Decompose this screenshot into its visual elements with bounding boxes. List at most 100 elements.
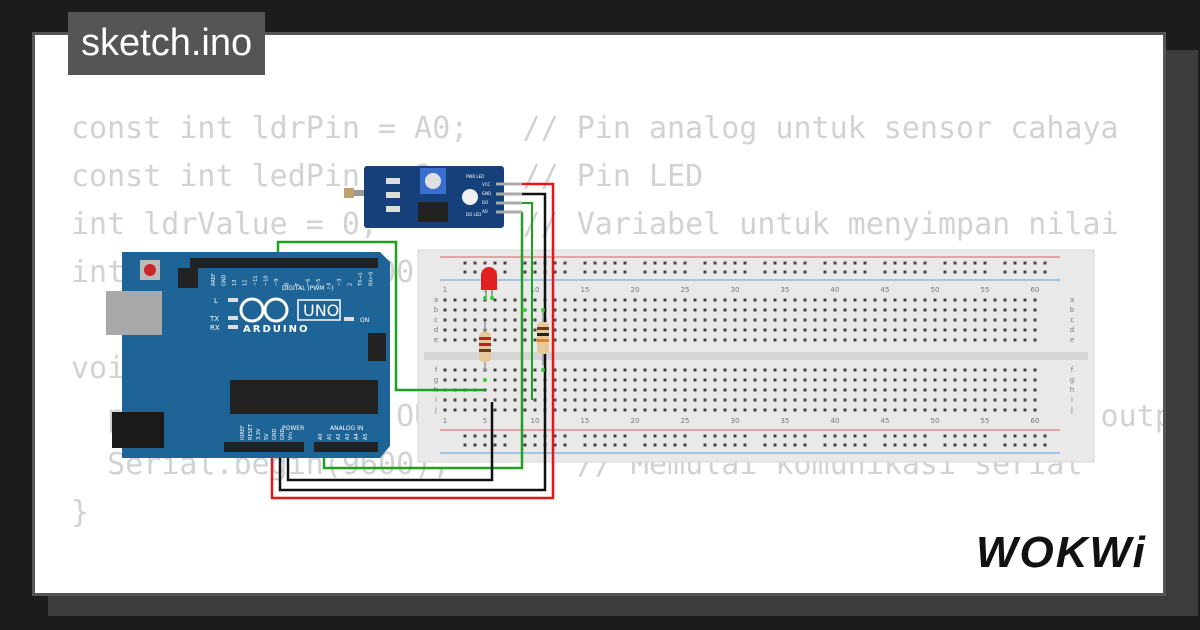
breadboard-row-letter: h xyxy=(1070,386,1074,394)
breadboard-row-letter: c xyxy=(434,316,438,324)
breadboard-col-number: 1 xyxy=(443,417,447,425)
breadboard-col-number: 30 xyxy=(731,286,740,294)
breadboard-row-letter: a xyxy=(1070,296,1074,304)
sensor-pin-vcc: VCC xyxy=(482,182,491,187)
arduino-analog-label: ANALOG IN xyxy=(330,425,363,432)
sensor-label-do: DO LED xyxy=(466,212,481,217)
arduino-pin-label: 2 xyxy=(348,283,354,286)
breadboard-row-letter: e xyxy=(434,336,438,344)
wire-green-ldr xyxy=(522,202,533,400)
breadboard-col-number: 60 xyxy=(1031,286,1040,294)
wire-black-gnd1 xyxy=(278,192,547,492)
breadboard-row-letter: j xyxy=(1070,406,1073,414)
breadboard-col-number: 40 xyxy=(831,286,840,294)
arduino-led-tx: TX xyxy=(209,315,219,323)
breadboard-row-letter: i xyxy=(435,396,437,404)
arduino-pin-label: 8 xyxy=(285,283,291,286)
code-line: void loop() { xyxy=(71,585,1163,593)
arduino-power-label: POWER xyxy=(282,425,304,432)
wire-black-gnd2 xyxy=(286,402,494,482)
breadboard-row-letter: e xyxy=(1070,336,1074,344)
breadboard-col-number: 15 xyxy=(581,286,590,294)
breadboard-col-number: 25 xyxy=(681,286,690,294)
ldr-sensor-module: PWR LED DO LED VCC GND DO AO xyxy=(344,166,522,228)
resistor-ldr xyxy=(537,312,549,365)
breadboard-row-letter: b xyxy=(1070,306,1075,314)
arduino-pin-label: Vin xyxy=(288,432,294,440)
breadboard-col-number: 5 xyxy=(483,417,487,425)
breadboard-labels: 1155101015152020252530303535404045455050… xyxy=(434,286,1075,425)
breadboard-row-letter: d xyxy=(1070,326,1074,334)
breadboard-col-number: 50 xyxy=(931,286,940,294)
breadboard-row-letter: a xyxy=(434,296,438,304)
breadboard-col-number: 60 xyxy=(1031,417,1040,425)
breadboard-holes xyxy=(443,261,1047,447)
breadboard-col-number: 50 xyxy=(931,417,940,425)
arduino-pin-label: GND xyxy=(272,428,278,440)
breadboard-col-number: 20 xyxy=(631,286,640,294)
arduino-uno-board: UNO ARDUINO DIGITAL (PWM ~) POWER ANALOG… xyxy=(106,252,390,458)
breadboard-col-number: 55 xyxy=(981,417,990,425)
breadboard-col-number: 15 xyxy=(581,417,590,425)
arduino-on-label: ON xyxy=(360,317,369,324)
arduino-pin-label: 12 xyxy=(243,280,249,286)
breadboard-row-letter: j xyxy=(434,406,437,414)
wire-green-ao xyxy=(322,212,524,470)
arduino-pin-label: A5 xyxy=(363,433,369,440)
arduino-pin-label: A2 xyxy=(336,433,342,440)
breadboard: 1155101015152020252530303535404045455050… xyxy=(417,249,1095,463)
code-line: const int ldrPin = A0; // Pin analog unt… xyxy=(71,111,1119,146)
arduino-pin-label: ~10 xyxy=(264,275,270,286)
arduino-pin-label: ~3 xyxy=(337,279,343,286)
arduino-pin-label: ~9 xyxy=(274,279,280,286)
breadboard-col-number: 45 xyxy=(881,286,890,294)
arduino-pin-label: ~11 xyxy=(253,275,259,286)
wire-green-pin9 xyxy=(276,240,485,392)
arduino-pin-label: RESET xyxy=(248,423,254,440)
breadboard-row-letter: g xyxy=(1070,376,1074,384)
breadboard-col-number: 45 xyxy=(881,417,890,425)
arduino-pin-label: TX→1 xyxy=(358,272,364,287)
sensor-pin-do: DO xyxy=(482,200,488,205)
arduino-pin-label: A3 xyxy=(345,433,351,440)
breadboard-col-number: 20 xyxy=(631,417,640,425)
breadboard-col-number: 1 xyxy=(443,286,447,294)
breadboard-row-letter: f xyxy=(1071,366,1074,374)
breadboard-row-letter: f xyxy=(435,366,438,374)
arduino-pin-label: GND xyxy=(280,428,286,440)
arduino-pin-label: IOREF xyxy=(240,425,246,440)
sensor-pin-gnd: GND xyxy=(482,191,491,196)
arduino-pin-label: A4 xyxy=(354,433,360,440)
breadboard-col-number: 25 xyxy=(681,417,690,425)
arduino-pin-label: RX←0 xyxy=(369,272,375,286)
arduino-pin-label: A0 xyxy=(318,433,324,440)
breadboard-col-number: 35 xyxy=(781,417,790,425)
arduino-pin-label: 7 xyxy=(295,283,301,286)
resistor-led xyxy=(479,322,491,372)
arduino-pin-label: 13 xyxy=(232,280,238,286)
arduino-led-rx: RX xyxy=(210,324,220,332)
arduino-brand: ARDUINO xyxy=(243,324,309,335)
arduino-pin-label: 5V xyxy=(264,433,270,440)
sensor-pin-ao: AO xyxy=(482,209,488,214)
arduino-pin-label: AREF xyxy=(211,273,217,286)
arduino-pin-label: 3.3V xyxy=(256,428,262,440)
wokwi-logo: WOKWi xyxy=(976,528,1147,577)
arduino-pin-label: GND xyxy=(222,274,228,286)
arduino-led-l: L xyxy=(214,297,218,305)
wire-red-vcc xyxy=(270,182,555,500)
breadboard-col-number: 10 xyxy=(531,286,540,294)
breadboard-col-number: 35 xyxy=(781,286,790,294)
arduino-pin-label: ~6 xyxy=(306,279,312,286)
breadboard-row-letter: i xyxy=(1071,396,1073,404)
code-line: } xyxy=(71,495,90,530)
sketch-title: sketch.ino xyxy=(68,12,266,75)
wires xyxy=(270,182,555,500)
arduino-model: UNO xyxy=(303,301,339,320)
breadboard-col-number: 30 xyxy=(731,417,740,425)
breadboard-row-letter: c xyxy=(1070,316,1074,324)
arduino-pin-label: ~5 xyxy=(316,279,322,286)
breadboard-col-number: 10 xyxy=(531,417,540,425)
